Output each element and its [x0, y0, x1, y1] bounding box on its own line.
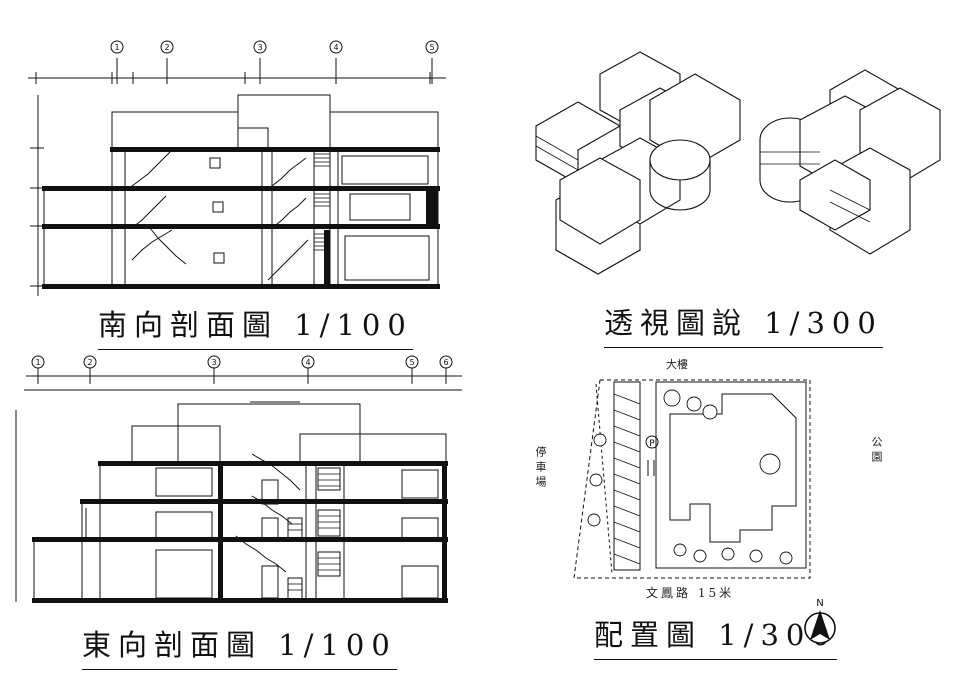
- building-footprint: [669, 393, 797, 543]
- perspective-title: 透視圖說 1/300: [604, 300, 883, 348]
- tree: [702, 404, 718, 420]
- east-grid-bubbles: [31, 355, 453, 369]
- tree: [779, 551, 793, 565]
- site-boundary: [573, 379, 811, 579]
- grid-label: 1: [114, 43, 119, 52]
- grid-bubble: [329, 40, 343, 54]
- parking-letter: P: [649, 439, 655, 449]
- tree: [686, 396, 702, 412]
- tree: [673, 543, 687, 557]
- tree: [693, 549, 707, 563]
- tree: [663, 389, 681, 407]
- site-plan-drawing: P: [573, 379, 811, 579]
- east-section-drawing: 1 2 3 4 5 6: [15, 355, 462, 603]
- tree: [759, 453, 781, 475]
- grid-bubble: [160, 40, 174, 54]
- tree: [721, 547, 735, 561]
- grid-label: 3: [257, 43, 262, 52]
- grid-bubble: [405, 355, 419, 369]
- perspective-drum: [649, 139, 711, 181]
- site-parking-label: 停車場: [534, 446, 547, 491]
- grid-label: 1: [35, 358, 40, 367]
- grid-label: 5: [409, 358, 414, 367]
- north-letter: N: [816, 598, 823, 609]
- grid-bubble: [425, 40, 439, 54]
- grid-label: 6: [443, 358, 448, 367]
- perspective-block: [559, 157, 641, 245]
- grid-bubble: [207, 355, 221, 369]
- grid-bubble: [110, 40, 124, 54]
- site-plan-title: 配置圖 1/300: [594, 612, 837, 660]
- grid-label: 2: [164, 43, 169, 52]
- tree: [589, 473, 603, 487]
- east-section-title: 東向剖面圖 1/100: [82, 622, 397, 670]
- grid-bubble: [83, 355, 97, 369]
- south-grid-bubbles: [110, 40, 439, 54]
- tree: [587, 513, 601, 527]
- site-trees: [587, 389, 793, 565]
- tree: [749, 549, 763, 563]
- grid-bubble: [253, 40, 267, 54]
- parking-symbol: [645, 435, 659, 449]
- tree: [593, 433, 607, 447]
- grid-bubble: [31, 355, 45, 369]
- grid-label: 4: [333, 43, 338, 52]
- site-road-bottom: 文鳳路 15米: [646, 586, 735, 600]
- grid-label: 3: [211, 358, 216, 367]
- grid-label: 2: [87, 358, 92, 367]
- south-section-title: 南向剖面圖 1/100: [98, 302, 413, 350]
- south-section-drawing: 1 2 3 4 5: [28, 40, 446, 296]
- perspective-drawing: [535, 51, 941, 275]
- grid-bubble: [439, 355, 453, 369]
- grid-label: 5: [429, 43, 434, 52]
- site-road-top: 大樓: [666, 358, 688, 371]
- site-park-label: 公園: [870, 436, 883, 466]
- grid-bubble: [301, 355, 315, 369]
- grid-label: 4: [305, 358, 310, 367]
- north-arrow-icon: N: [804, 598, 836, 644]
